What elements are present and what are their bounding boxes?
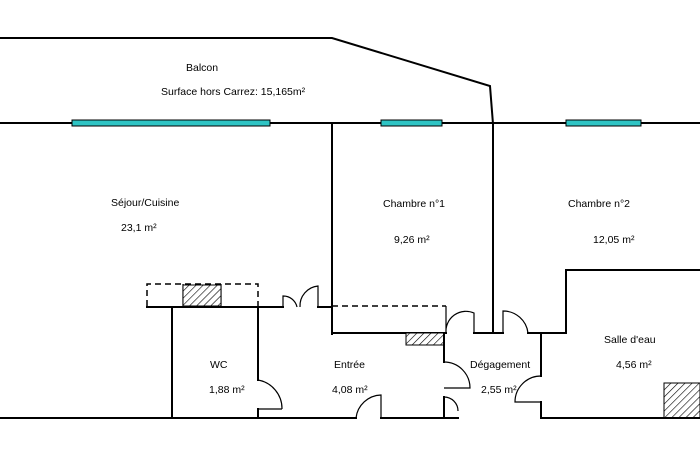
label-entree-area: 4,08 m² [332, 384, 368, 396]
door-chambre2-arc [502, 310, 529, 334]
door-entree-degagement-arc [443, 361, 471, 389]
window-sejour [71, 119, 271, 127]
shaft-entree [405, 332, 445, 346]
label-sejour: Séjour/Cuisine [111, 197, 179, 209]
door-sejour-arc-2 [299, 285, 319, 308]
shaft-wc [182, 284, 222, 307]
door-salle-eau-arc [514, 375, 542, 403]
window-chambre1 [380, 119, 443, 127]
label-wc: WC [210, 359, 228, 371]
label-chambre2: Chambre n°2 [568, 198, 630, 210]
balcony-outline [0, 37, 495, 126]
label-balcon: Balcon [186, 62, 218, 74]
door-wc-arc [257, 379, 283, 410]
label-degagement: Dégagement [470, 359, 530, 371]
label-balcon-note: Surface hors Carrez: 15,165m² [161, 86, 306, 98]
label-salle-eau-area: 4,56 m² [616, 359, 652, 371]
label-chambre1: Chambre n°1 [383, 198, 445, 210]
door-entree-degagement-arc-2 [443, 396, 459, 412]
wc-closet-top [146, 283, 259, 306]
label-chambre2-area: 12,05 m² [593, 234, 635, 246]
door-sejour-arc-1 [282, 295, 298, 308]
door-chambre1-arc [445, 306, 475, 334]
label-salle-eau: Salle d'eau [604, 334, 656, 346]
door-front-arc [355, 394, 382, 419]
label-sejour-area: 23,1 m² [121, 222, 157, 234]
window-chambre2 [565, 119, 642, 127]
label-wc-area: 1,88 m² [209, 384, 245, 396]
label-entree: Entrée [334, 359, 365, 371]
label-degagement-area: 2,55 m² [481, 384, 517, 396]
label-chambre1-area: 9,26 m² [394, 234, 430, 246]
shower-tray [663, 382, 700, 419]
